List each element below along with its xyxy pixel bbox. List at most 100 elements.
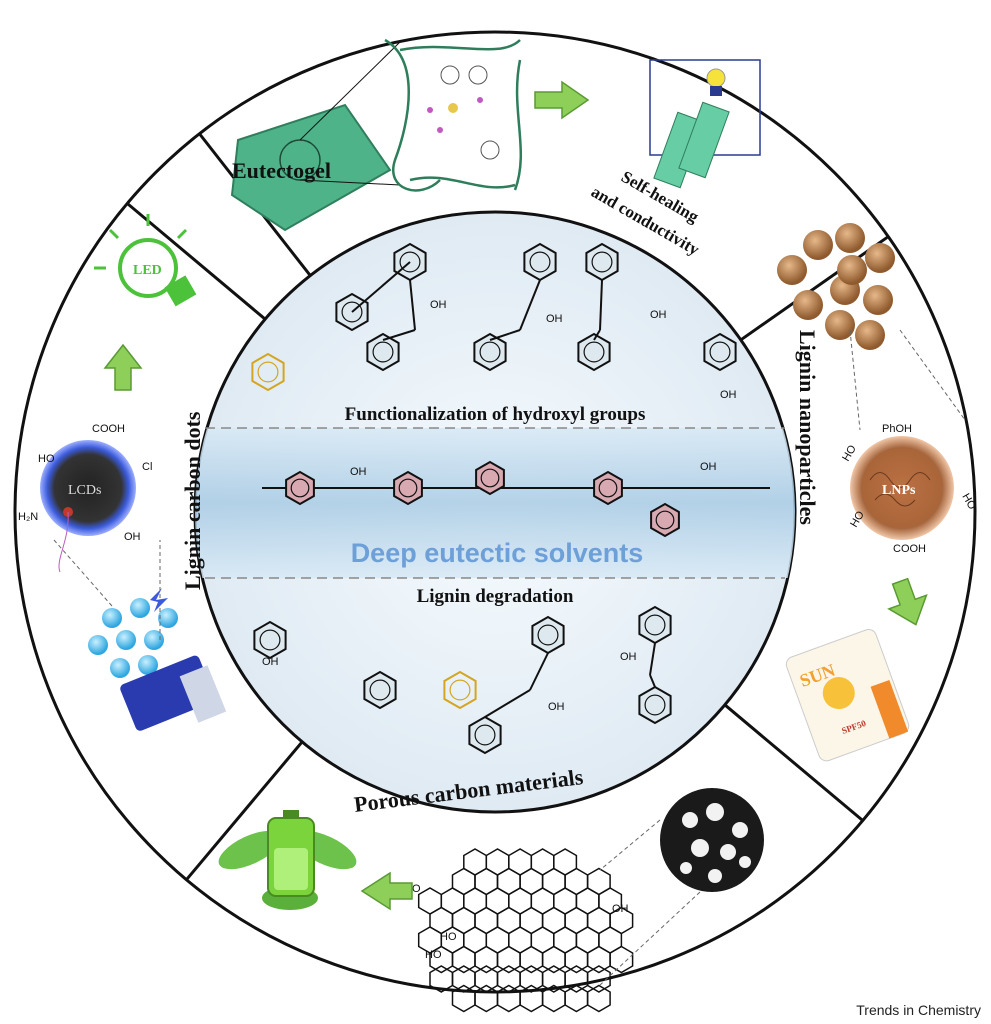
benzene-ring [638,605,672,645]
ring-aromatic-circle [709,341,731,363]
chem-bond [382,329,416,341]
ring-aromatic-circle [479,341,501,363]
ring-aromatic-circle [341,301,363,323]
ring-aromatic-circle [583,341,605,363]
benzene-ring [577,332,611,372]
ring-aromatic-circle [474,724,496,746]
porous-sphere-icon [660,788,764,892]
ring-aromatic-circle [290,478,310,498]
chem-bond [409,279,416,331]
chem-bond [529,652,549,691]
benzene-ring [650,502,680,538]
lcds-label: LCDs [68,483,101,498]
cooh-label-2: COOH [92,423,125,435]
led-label: LED [133,263,162,278]
ring-aromatic-circle [372,341,394,363]
lcd-particle-icon: LCDs [40,440,136,573]
ring-aromatic-circle [480,468,500,488]
eutectogel-label: Eutectogel [232,158,331,183]
nanosphere [863,285,893,315]
eutectogel-gel-icon [230,103,392,232]
ring-aromatic-circle [369,679,391,701]
carbon-ring [564,984,589,1013]
nanosphere [865,243,895,273]
quantum-dot [110,658,130,678]
oh-label: OH [620,651,637,663]
h2n-label: H₂N [18,511,38,523]
ring-aromatic-circle [529,251,551,273]
carbon-ring [586,965,611,993]
oh-label: OH [720,389,737,401]
carbon-dots-section: Lignin carbon dots LED LCDs COOH HO Cl H… [18,214,227,731]
carbon-oh-label: OH [612,903,629,915]
chem-bond [593,329,601,341]
chem-bond [519,279,541,331]
lignin-degradation-structures: OH OH OH [253,605,672,755]
degradation-caption: Lignin degradation [417,586,574,607]
nanosphere [835,223,865,253]
arrow-up-icon [103,343,143,391]
oh-label: OH [548,701,565,713]
ring-aromatic-circle [644,614,666,636]
benzene-ring [251,352,285,392]
benzene-ring [366,332,400,372]
sector-dividers [126,132,890,881]
carbon-ring [609,945,634,974]
vial-icon [120,655,227,731]
quantum-dot [144,630,164,650]
lnp-particle-icon: LNPs [850,436,954,540]
battery-leaf-icon [218,810,357,910]
arrow-down-icon [887,577,928,626]
sector-divider [185,740,304,881]
sector-divider [739,235,890,342]
quantum-dot [130,598,150,618]
quantum-dot [116,630,136,650]
benzene-ring [703,332,737,372]
ring-aromatic-circle [399,251,421,273]
chem-bond [484,689,531,718]
arrow-right-icon [534,80,590,120]
benzene-ring [523,242,557,282]
ring-aromatic-circle [598,478,618,498]
benzene-ring [475,460,505,496]
quantum-dots-icon [88,598,178,678]
carbon-dots-label: Lignin carbon dots [180,411,205,590]
carbon-lattice-icon [417,848,634,1013]
functionalization-caption: Functionalization of hydroxyl groups [345,404,646,425]
quantum-dot [158,608,178,628]
benzene-ring [285,470,315,506]
benzene-ring [531,615,565,655]
oh-label: OH [546,313,563,325]
arrow-left-icon [360,871,413,911]
phoh-label: PhOH [882,423,912,435]
lnps-label: LNPs [882,483,916,498]
ring-aromatic-circle [644,694,666,716]
center-title: Deep eutectic solvents [351,538,644,568]
cl-label: Cl [142,461,152,473]
oh-label: OH [350,466,367,478]
benzene-ring [393,470,423,506]
carbon-o-label: O [412,883,421,895]
ring-aromatic-circle [655,510,675,530]
inner-disc [193,210,797,814]
oh-label: OH [650,309,667,321]
nanosphere [825,310,855,340]
benzene-ring [638,685,672,725]
quantum-dot [102,608,122,628]
quantum-dot [88,635,108,655]
nanosphere [777,255,807,285]
nanosphere-cluster-icon [777,223,895,350]
nanosphere [793,290,823,320]
eutectogel-section: Eutectogel Self-healing and con [230,38,761,259]
ring-aromatic-circle [398,478,418,498]
ring-aromatic-circle [259,629,281,651]
nanosphere [803,230,833,260]
ring-aromatic-circle [537,624,559,646]
benzene-ring [468,715,502,755]
carbon-ho-label-2: HO [440,931,457,943]
oh-label: OH [262,656,279,668]
nanoparticles-label: Lignin nanoparticles [795,330,820,525]
ring-aromatic-circle [591,251,613,273]
